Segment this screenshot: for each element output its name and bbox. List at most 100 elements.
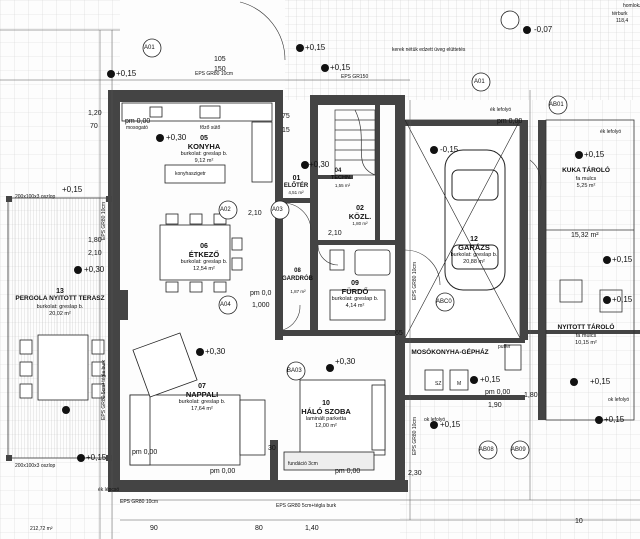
note-wash2: M: [457, 381, 462, 387]
pm-tag: pm 0,00: [485, 389, 511, 396]
level-tag: +0,15: [86, 453, 107, 462]
room-area-terrace: 20,02 m²: [49, 311, 71, 317]
pm-tag: pm 0,0: [250, 290, 272, 297]
bed: [283, 379, 386, 471]
section-label: AB01: [549, 102, 564, 108]
room-number-bedroom: 10: [322, 400, 330, 407]
storage-floor-open: fa mulcs: [575, 333, 597, 339]
room-area-kitchen: 9,12 m²: [194, 158, 214, 164]
section-label: ABC0: [436, 299, 452, 305]
dim-right: 65: [395, 330, 403, 337]
room-number-wardrobe: 08: [294, 268, 301, 274]
room-name-hall: KÖZL.: [348, 212, 372, 221]
note-zone: puffer: [498, 344, 511, 350]
room-number-dining: 06: [200, 243, 208, 250]
dim-bottom: 30: [268, 445, 276, 452]
dim-bottom: 2,30: [408, 470, 422, 477]
section-label: AB08: [479, 447, 494, 453]
room-number-hall: 02: [356, 205, 364, 212]
room-area-hall: 1,80 m²: [352, 221, 368, 226]
room-number-techn: 04: [334, 168, 342, 174]
note-post-top: 200x100x3 oszlop: [15, 194, 56, 200]
storage-total-area: 15,32 m²: [571, 232, 599, 239]
level-tag: +0,15: [305, 43, 326, 52]
section-circle-a02: [218, 200, 238, 220]
room-name-entry: ELŐTÉR: [283, 183, 309, 189]
pm-tag: pm 0,00: [210, 468, 236, 475]
dim-left: 2,10: [88, 250, 102, 257]
note-island: konyhaszigetr: [175, 171, 206, 177]
kitchen-counter: [121, 102, 273, 184]
dim-mid: 1,000: [252, 302, 270, 309]
room-area-entry: 4,51 m²: [288, 190, 304, 195]
level-tag: +0,15: [116, 69, 137, 78]
dim-right: 1,80: [524, 392, 538, 399]
room-number-garage: 12: [470, 236, 478, 243]
stairs: [334, 109, 376, 176]
site-area: 212,72 m²: [30, 526, 53, 532]
room-area-garage: 20,88 m²: [463, 259, 485, 265]
section-circle-ab09: [510, 440, 530, 460]
pergola-deck: [7, 197, 111, 459]
note-entry-step: ék lépcsö: [98, 487, 120, 493]
room-name-bath: FÜRDŐ: [341, 287, 369, 296]
dim-bottom: 10: [575, 518, 583, 525]
section-label: BA03: [287, 368, 302, 374]
section-circle-ba03: [286, 361, 306, 381]
level-tag: +0,15: [584, 150, 605, 159]
room-floor-terrace: burkolat: greslap b.: [36, 304, 84, 310]
storage-floor-bins: fa mulcs: [575, 176, 597, 182]
section-circle-a04: [218, 295, 238, 315]
level-tag: +0,15: [330, 63, 351, 72]
note-facade: homlokzat: [623, 3, 640, 9]
level-tag: +0,15: [612, 295, 633, 304]
room-number-entry: 01: [292, 175, 301, 182]
dim-left: 1,80: [88, 237, 102, 244]
note-wash: SZ: [435, 381, 442, 387]
section-label: AB09: [511, 447, 526, 453]
room-number-bath: 09: [351, 280, 359, 287]
note-drain: ok lefolyó: [424, 417, 446, 423]
section-label: A04: [220, 302, 231, 308]
level-tag: +0,30: [205, 347, 226, 356]
section-circle-ab01: [548, 95, 568, 115]
level-tag: -0,15: [440, 145, 459, 154]
storage-name-bins: KUKA TÁROLÓ: [562, 167, 610, 174]
room-area-bath: 4,14 m²: [345, 303, 365, 309]
section-label: A01: [474, 79, 485, 85]
note-drain2: ok lefolyó: [608, 397, 630, 403]
storage-name-open: NYITOTT TÁROLÓ: [557, 324, 615, 331]
dim-bottom: 1,40: [305, 525, 319, 532]
room-name-garage: GARÁZS: [458, 243, 490, 252]
room-area-living: 17,64 m²: [191, 406, 213, 412]
level-tag: +0,30: [166, 133, 187, 142]
section-circle-a03: [270, 200, 290, 220]
dim-top: 15: [282, 127, 290, 134]
level-tag: +0,30: [335, 357, 356, 366]
pm-tag: pm 0,00: [132, 449, 158, 456]
room-name-kitchen: KONYHA: [187, 142, 221, 151]
room-floor-kitchen: burkolat: greslap b.: [180, 151, 228, 157]
room-name-living: NAPPALI: [185, 390, 219, 399]
storage-name-utility: MOSÓKONYHA-GÉPHÁZ: [411, 349, 489, 356]
level-tag: +0,15: [604, 415, 625, 424]
note-oven: főző sütő: [200, 125, 221, 131]
door-swings: [239, 1, 542, 331]
dining-table: [159, 213, 243, 293]
room-name-terrace: PERGOLA NYITOTT TERASZ: [15, 295, 105, 302]
room-floor-garage: burkolat: greslap b.: [450, 252, 498, 258]
dim-top: 75: [282, 113, 290, 120]
level-tag: +0,15: [590, 377, 611, 386]
corner-label: térburk: [612, 11, 628, 17]
dim-top: 150: [214, 66, 226, 73]
section-label: A02: [220, 207, 231, 213]
storage-outlines: [545, 119, 635, 421]
room-floor-dining: burkolat: greslap b.: [180, 259, 228, 265]
level-tag: +0,30: [309, 160, 330, 169]
room-area-bedroom: 12,00 m²: [315, 423, 337, 429]
dim-mid: 2,10: [248, 210, 262, 217]
level-tag: +0,15: [440, 420, 461, 429]
room-number-living: 07: [198, 383, 206, 390]
